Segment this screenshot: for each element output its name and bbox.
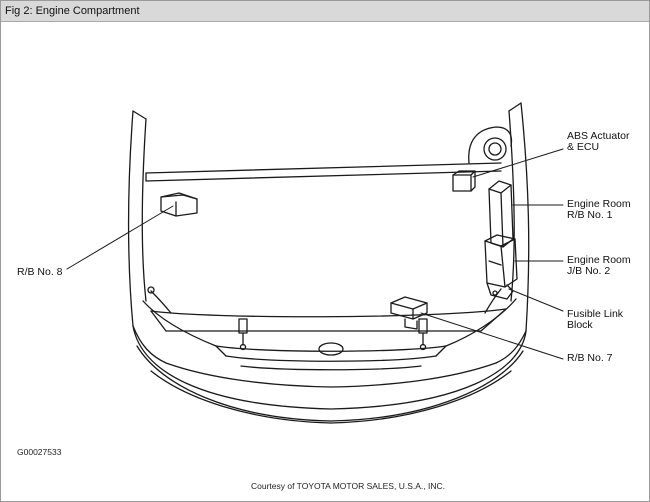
- fender-bolt: [147, 286, 155, 294]
- figure-title-bar: Fig 2: Engine Compartment: [1, 1, 649, 22]
- fusible-link-block: [486, 282, 514, 300]
- radiator-support: [150, 288, 507, 332]
- leader-abs: [472, 148, 564, 178]
- leader-lines: [66, 148, 564, 360]
- figure-id: G00027533: [17, 447, 62, 457]
- figure-title: Fig 2: Engine Compartment: [5, 5, 140, 17]
- abs-actuator: [452, 170, 476, 192]
- leader-rb7: [420, 312, 564, 360]
- hood-latch-left: [238, 318, 248, 351]
- leader-rb8: [66, 205, 174, 270]
- label-abs-actuator-ecu: ABS Actuator & ECU: [567, 130, 630, 153]
- rb8-box: [160, 192, 198, 217]
- leader-fusible: [508, 288, 564, 312]
- front-bumper: [132, 325, 527, 424]
- grille: [215, 342, 447, 371]
- rb7-box: [390, 296, 428, 330]
- strut-tower: [468, 126, 513, 164]
- label-rb8: R/B No. 8: [17, 266, 63, 278]
- cowl: [145, 162, 502, 182]
- label-rb7: R/B No. 7: [567, 352, 613, 364]
- courtesy-credit: Courtesy of TOYOTA MOTOR SALES, U.S.A., …: [251, 481, 445, 491]
- label-engine-room-jb2: Engine Room J/B No. 2: [567, 254, 631, 277]
- headlamps: [142, 298, 517, 347]
- hood-latch-right: [418, 318, 428, 351]
- label-fusible-link-block: Fusible Link Block: [567, 308, 624, 331]
- label-engine-room-rb1: Engine Room R/B No. 1: [567, 198, 631, 221]
- fender-left: [127, 110, 167, 364]
